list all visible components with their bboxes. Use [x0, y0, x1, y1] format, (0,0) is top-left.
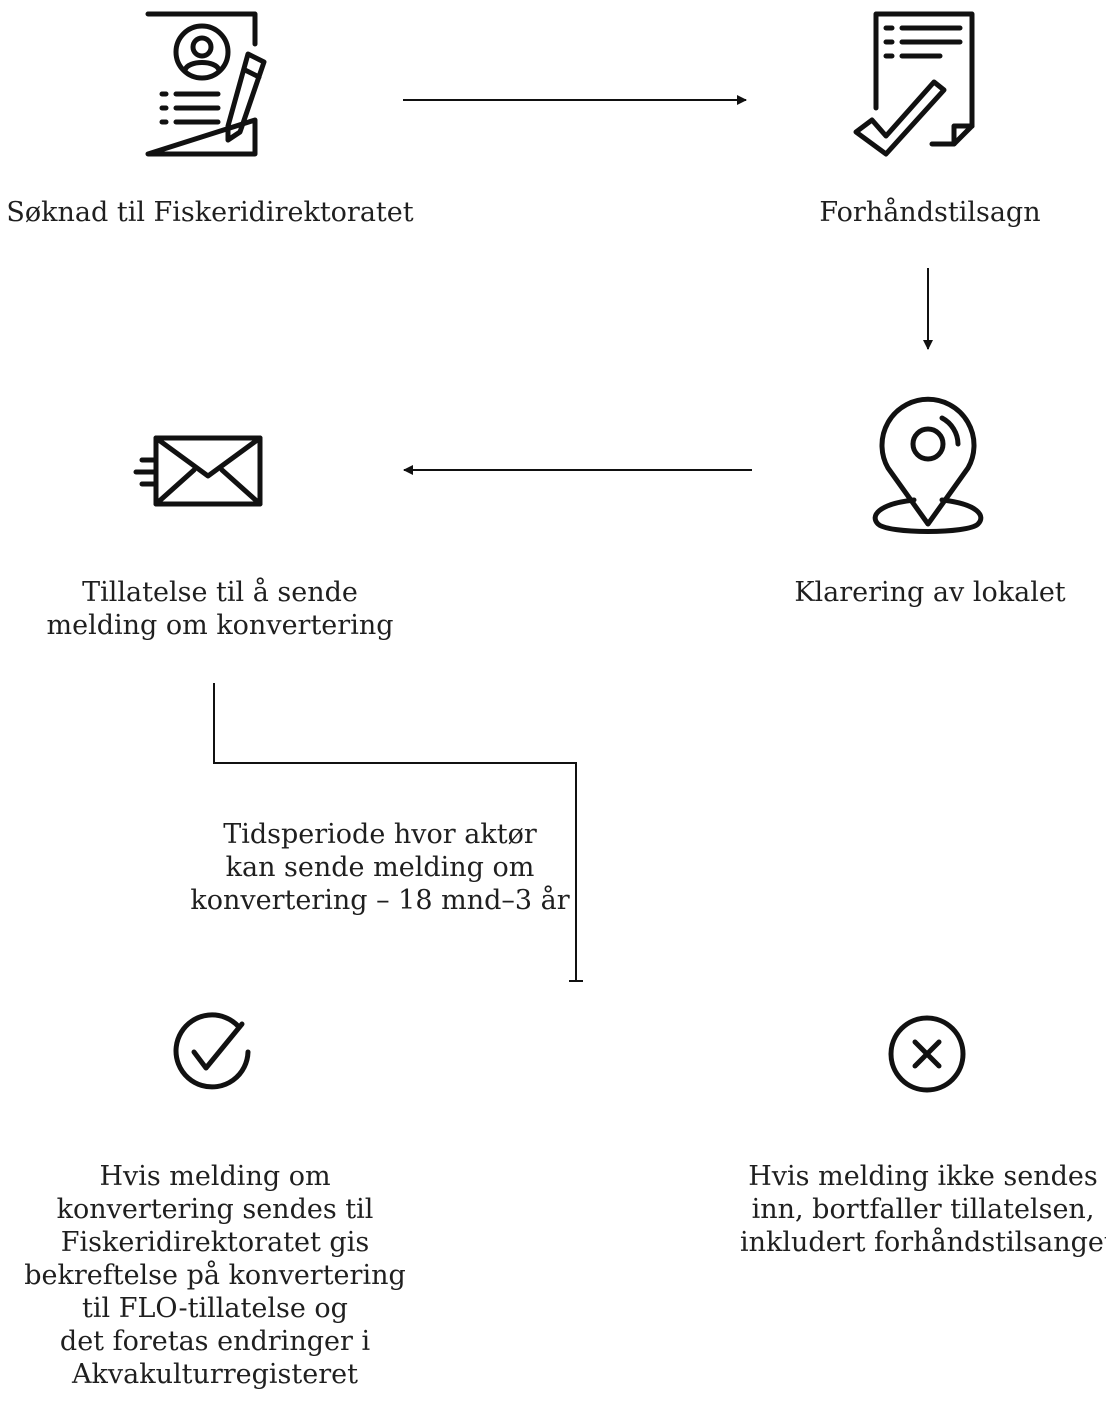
step-label-forhand: Forhåndstilsagn: [819, 197, 1041, 228]
envelope-icon: [133, 435, 263, 507]
outcome-label-lapsed: Hvis melding ikke sendes inn, bortfaller…: [740, 1161, 1106, 1258]
step-label-tillatelse: Tillatelse til å sende melding om konver…: [46, 577, 394, 641]
step-label-klarering: Klarering av lokalet: [794, 577, 1066, 608]
period-bracket-line: [213, 683, 577, 981]
period-label: Tidsperiode hvor aktør kan sende melding…: [190, 819, 570, 916]
document-with-checkmark-icon: [853, 11, 975, 157]
outcome-label-confirmed: Hvis melding om konvertering sendes til …: [24, 1161, 406, 1390]
check-circle-icon: [173, 1012, 251, 1090]
document-with-person-and-pencil-icon: [145, 11, 267, 157]
step-label-soknad: Søknad til Fiskeridirektoratet: [6, 197, 414, 228]
x-circle-icon: [888, 1015, 966, 1093]
map-pin-icon: [872, 396, 984, 534]
